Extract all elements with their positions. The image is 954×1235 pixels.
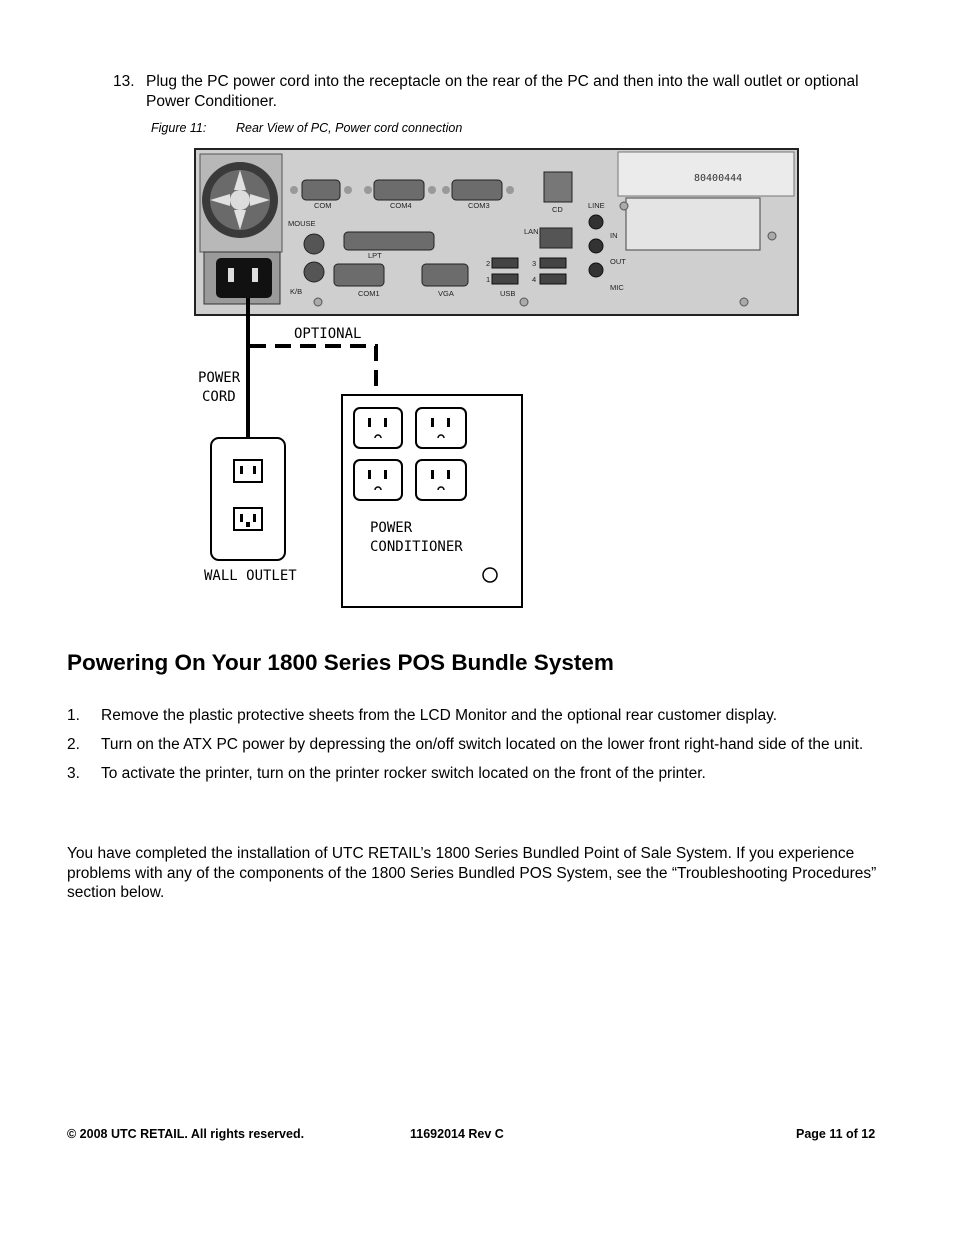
step-number: 13. <box>113 73 135 90</box>
list-item: 1. Remove the plastic protective sheets … <box>67 706 897 726</box>
step-text: Turn on the ATX PC power by depressing t… <box>101 736 864 753</box>
port-label-com3: COM3 <box>468 201 490 210</box>
power-cord-label-line1: POWER <box>198 370 241 386</box>
port-label-mic: MIC <box>610 283 624 292</box>
completion-paragraph: You have completed the installation of U… <box>67 845 877 901</box>
port-label-line: LINE <box>588 201 605 210</box>
power-conditioner-label-line1: POWER <box>370 520 413 536</box>
list-item: 3. To activate the printer, turn on the … <box>67 764 897 784</box>
port-label-cd: CD <box>552 205 563 214</box>
step-number: 3. <box>67 765 80 782</box>
power-conditioner-icon <box>341 394 523 608</box>
usb-number: 4 <box>532 275 536 284</box>
port-label-com1: COM1 <box>358 289 380 298</box>
port-label-lan: LAN <box>524 227 539 236</box>
step-text: Remove the plastic protective sheets fro… <box>101 707 778 724</box>
wall-outlet-label: WALL OUTLET <box>204 568 297 584</box>
footer-page-number: Page 11 of 12 <box>796 1127 876 1141</box>
figure-label: Figure 11: <box>151 121 207 135</box>
wall-outlet-icon <box>210 437 286 561</box>
port-label-com4: COM4 <box>390 201 412 210</box>
power-conditioner-label-line2: CONDITIONER <box>370 539 463 555</box>
figure-pc-rear-view: 80400444 COM COM4 COM3 CD MOUSE LPT LAN … <box>194 148 799 608</box>
figure-caption: Figure 11: Rear View of PC, Power cord co… <box>151 121 462 135</box>
port-label-com: COM <box>314 201 332 210</box>
step-number: 2. <box>67 736 80 753</box>
step-number: 1. <box>67 707 80 724</box>
fan-icon <box>202 162 278 238</box>
section-heading: Powering On Your 1800 Series POS Bundle … <box>67 650 614 675</box>
list-item: 2. Turn on the ATX PC power by depressin… <box>67 735 897 755</box>
port-label-in: IN <box>610 231 618 240</box>
optional-label: OPTIONAL <box>294 326 361 342</box>
power-cord-label-line2: CORD <box>202 389 236 405</box>
port-label-kb: K/B <box>290 287 302 296</box>
figure-title: Rear View of PC, Power cord connection <box>236 121 463 135</box>
port-label-vga: VGA <box>438 289 454 298</box>
usb-number: 2 <box>486 259 490 268</box>
pc-rear-panel: 80400444 COM COM4 COM3 CD MOUSE LPT LAN … <box>194 148 799 316</box>
serial-stamp: 80400444 <box>694 173 742 184</box>
port-label-usb: USB <box>500 289 515 298</box>
step-text: Plug the PC power cord into the receptac… <box>146 73 859 110</box>
power-inlet-icon <box>203 251 281 305</box>
footer-doc-number: 11692014 Rev C <box>410 1127 504 1141</box>
port-label-out: OUT <box>610 257 626 266</box>
port-label-lpt: LPT <box>368 251 382 260</box>
optional-dashed-line <box>250 344 378 418</box>
footer-copyright: © 2008 UTC RETAIL. All rights reserved. <box>67 1127 305 1141</box>
steps-list: 1. Remove the plastic protective sheets … <box>67 706 897 793</box>
usb-number: 3 <box>532 259 536 268</box>
usb-number: 1 <box>486 275 490 284</box>
step-text: To activate the printer, turn on the pri… <box>101 765 706 782</box>
port-label-mouse: MOUSE <box>288 219 316 228</box>
